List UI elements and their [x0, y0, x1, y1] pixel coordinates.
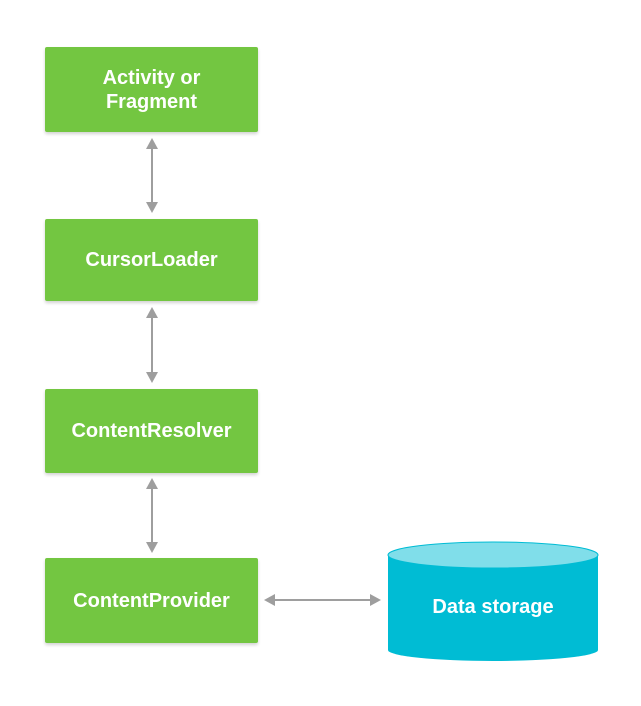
activity-node-label-line2: Fragment: [105, 90, 198, 113]
cursor-loader-label: CursorLoader: [85, 249, 218, 271]
data-storage-cylinder: [387, 541, 599, 661]
activity-node-label-line1: Activity or: [102, 66, 201, 89]
content-resolver-label: ContentResolver: [71, 420, 232, 442]
content-provider-node: ContentProvider: [45, 558, 258, 643]
connector-cursorloader-resolver: [146, 307, 158, 383]
content-provider-label: ContentProvider: [73, 589, 230, 612]
data-storage-label: Data storage: [432, 596, 554, 618]
connector-resolver-provider: [146, 478, 158, 553]
content-resolver-node: ContentResolver: [45, 389, 258, 473]
connector-activity-cursorloader: [146, 138, 158, 213]
connector-provider-storage: [264, 594, 381, 606]
activity-or-fragment-node: Activity or Fragment: [45, 47, 258, 132]
cursor-loader-node: CursorLoader: [45, 219, 258, 301]
